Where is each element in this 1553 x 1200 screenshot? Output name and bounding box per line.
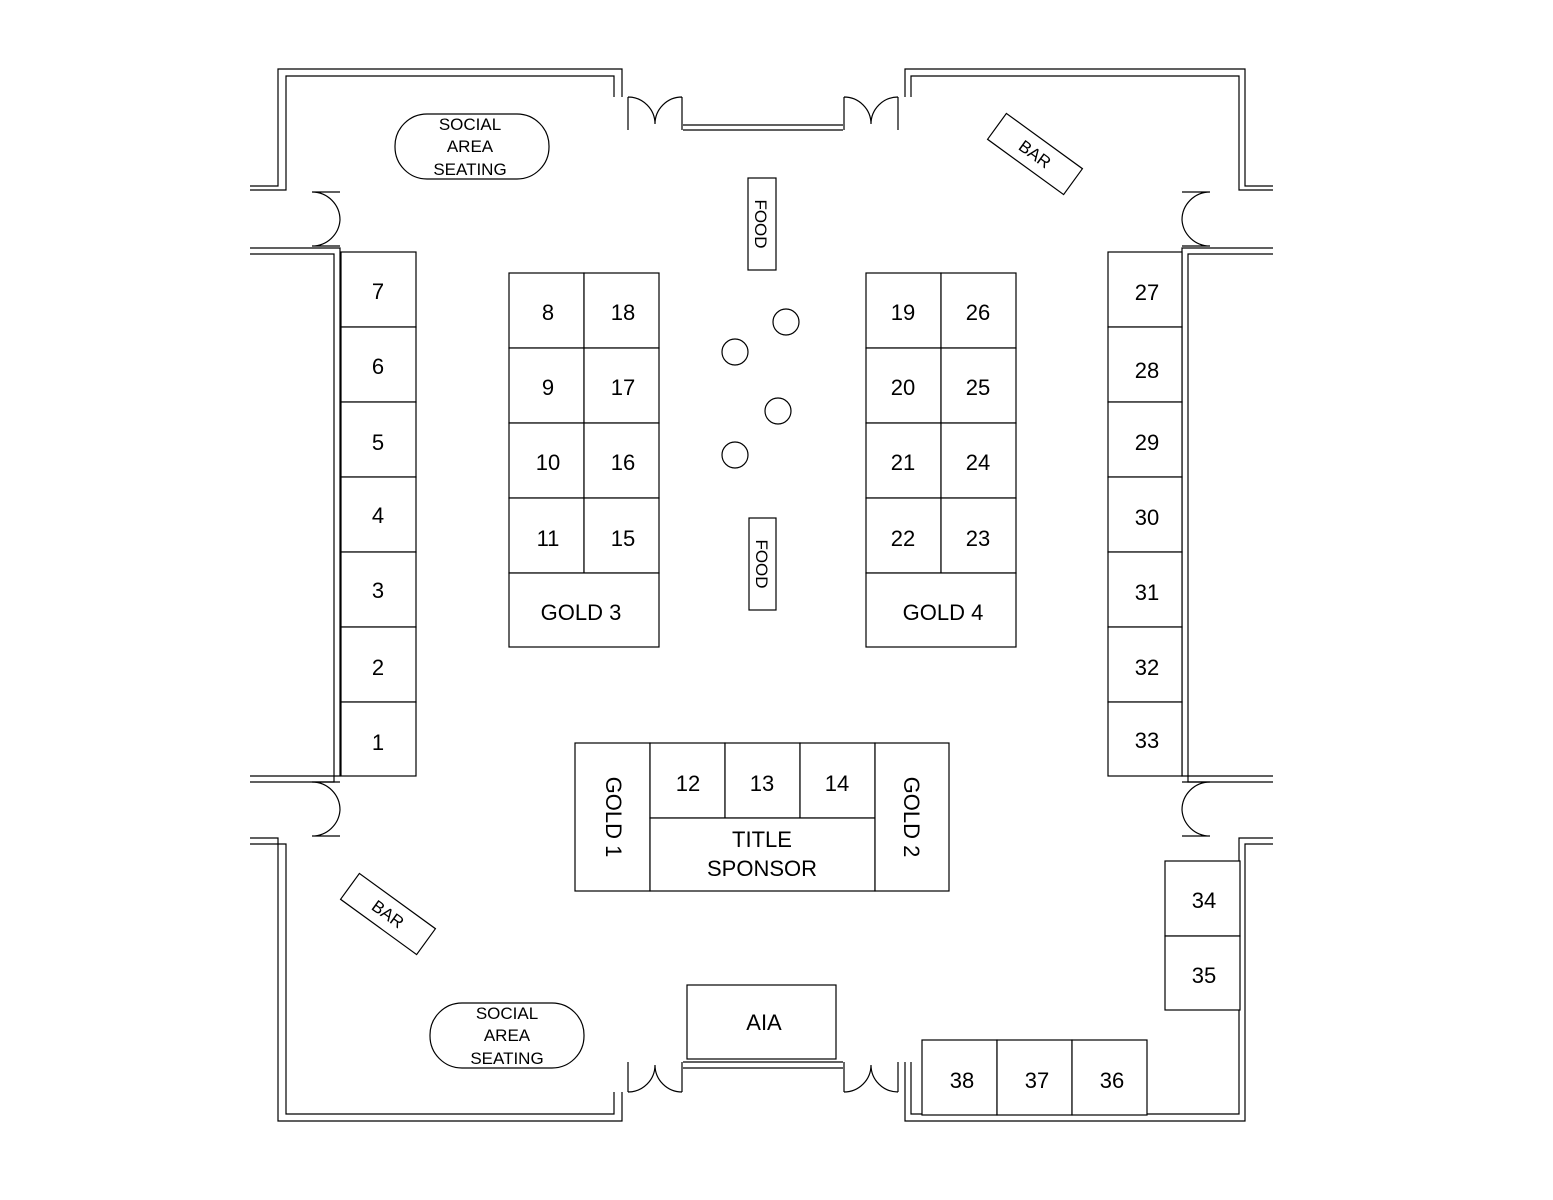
booth-6: 6: [372, 354, 384, 379]
food-bottom-label: FOOD: [752, 539, 771, 588]
title-sponsor-line2: SPONSOR: [707, 856, 817, 881]
booths-left-wall: 7 6 5 4 3 2 1: [340, 251, 417, 777]
cocktail-tables: [721, 308, 800, 469]
booth-36: 36: [1100, 1068, 1124, 1093]
booth-32: 32: [1135, 655, 1159, 680]
gold-2-label: GOLD 2: [899, 777, 924, 858]
bar-top-right: BAR: [986, 112, 1084, 196]
booth-25: 25: [966, 375, 990, 400]
booth-16: 16: [611, 450, 635, 475]
booth-28: 28: [1135, 358, 1159, 383]
booths-right-wall: 27 28 29 30 31 32 33: [1107, 251, 1183, 777]
booth-20: 20: [891, 375, 915, 400]
walls: [250, 68, 1273, 1122]
booth-10: 10: [536, 450, 560, 475]
booth-5: 5: [372, 430, 384, 455]
title-sponsor-line1: TITLE: [732, 827, 792, 852]
booth-23: 23: [966, 526, 990, 551]
door-top-left: [627, 96, 683, 130]
social-bottom-line3: SEATING: [470, 1049, 543, 1068]
block-gold-3: 8 18 9 17 10 16 11 15 GOLD 3: [508, 272, 660, 648]
doors: [311, 96, 1211, 1093]
block-gold-4: 19 26 20 25 21 24 22 23 GOLD 4: [865, 272, 1017, 648]
booth-29: 29: [1135, 430, 1159, 455]
booth-8: 8: [542, 300, 554, 325]
social-top-line2: AREA: [447, 137, 494, 156]
social-top-line1: SOCIAL: [439, 115, 501, 134]
booth-12: 12: [676, 771, 700, 796]
cocktail-table: [764, 397, 792, 425]
booth-7: 7: [372, 279, 384, 304]
door-top-right: [843, 96, 899, 130]
gold-4-label: GOLD 4: [903, 600, 984, 625]
booth-37: 37: [1025, 1068, 1049, 1093]
social-top-line3: SEATING: [433, 160, 506, 179]
social-bottom-line1: SOCIAL: [476, 1004, 538, 1023]
booth-24: 24: [966, 450, 990, 475]
cocktail-table: [772, 308, 800, 336]
booth-3: 3: [372, 578, 384, 603]
food-station-top: FOOD: [747, 177, 777, 271]
food-top-label: FOOD: [751, 199, 770, 248]
booth-13: 13: [750, 771, 774, 796]
booth-33: 33: [1135, 728, 1159, 753]
booth-17: 17: [611, 375, 635, 400]
booth-27: 27: [1135, 280, 1159, 305]
booth-34: 34: [1192, 888, 1216, 913]
booth-18: 18: [611, 300, 635, 325]
booth-aia-group: AIA: [686, 984, 837, 1060]
gold-1-label: GOLD 1: [601, 777, 626, 858]
cocktail-table: [721, 441, 749, 469]
door-right-lower: [1181, 781, 1211, 837]
booth-11: 11: [537, 526, 560, 551]
booth-19: 19: [891, 300, 915, 325]
food-station-bottom: FOOD: [748, 517, 777, 611]
social-area-top: SOCIAL AREA SEATING: [394, 113, 550, 180]
booth-21: 21: [891, 450, 915, 475]
door-left-lower: [311, 781, 341, 837]
booth-31: 31: [1135, 580, 1159, 605]
booth-30: 30: [1135, 505, 1159, 530]
booth-9: 9: [542, 375, 554, 400]
booth-26: 26: [966, 300, 990, 325]
social-bottom-line2: AREA: [484, 1026, 531, 1045]
door-right-upper: [1181, 191, 1211, 247]
booth-1: 1: [372, 730, 384, 755]
booth-aia: AIA: [746, 1010, 782, 1035]
block-title-sponsor: GOLD 1 12 13 14 TITLE SPONSOR GOLD 2: [574, 742, 950, 892]
booth-22: 22: [891, 526, 915, 551]
door-bottom-left: [627, 1062, 683, 1093]
booth-35: 35: [1192, 963, 1216, 988]
door-left-upper: [311, 191, 341, 247]
booth-4: 4: [372, 503, 384, 528]
bar-bottom-left: BAR: [339, 872, 437, 956]
cocktail-table: [721, 338, 749, 366]
booth-38: 38: [950, 1068, 974, 1093]
booth-2: 2: [372, 655, 384, 680]
booths-bottom-right: 34 35 38 37 36: [921, 860, 1241, 1116]
booth-15: 15: [611, 526, 635, 551]
gold-3-label: GOLD 3: [541, 600, 622, 625]
booth-14: 14: [825, 771, 849, 796]
door-bottom-right: [843, 1062, 899, 1093]
social-area-bottom: SOCIAL AREA SEATING: [429, 1002, 585, 1069]
